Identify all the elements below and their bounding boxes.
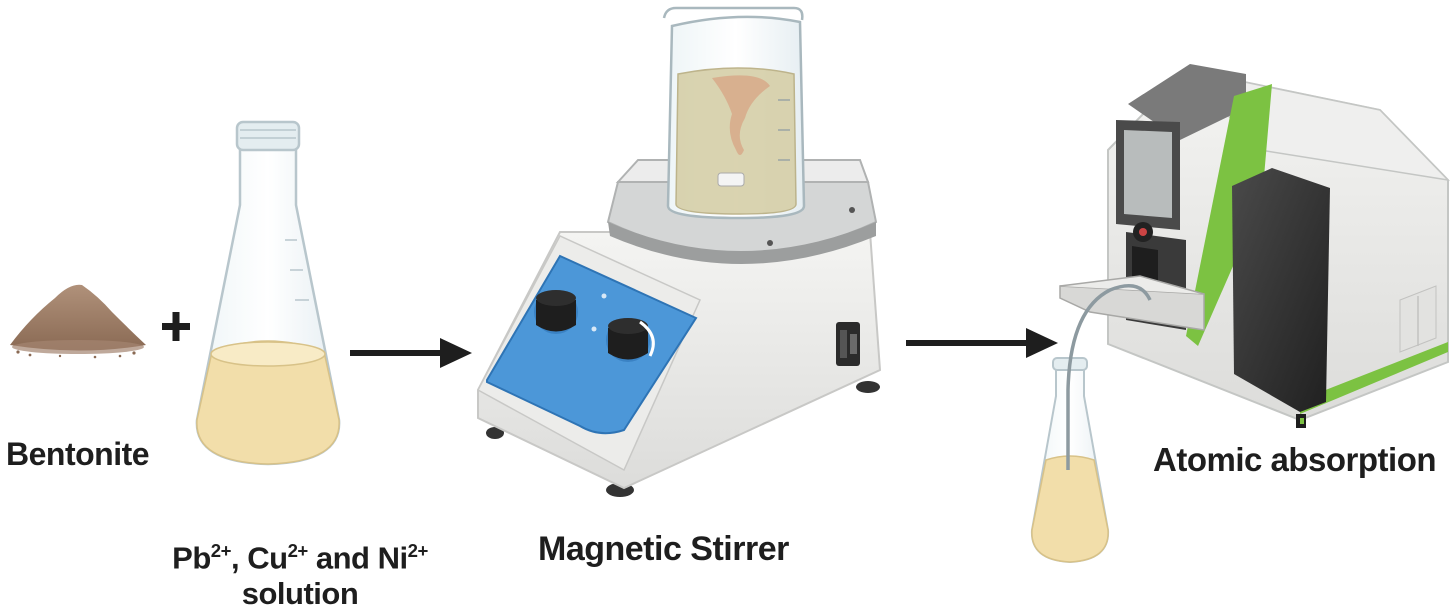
copper-charge: 2+ (287, 540, 309, 561)
atomic-absorption-spectrometer-icon (1059, 64, 1451, 428)
erlenmeyer-flask-icon (195, 120, 341, 466)
magnetic-stirrer-label: Magnetic Stirrer (538, 530, 789, 568)
beaker-icon (662, 6, 806, 220)
bentonite-label: Bentonite (6, 436, 150, 472)
nickel-symbol: Ni (377, 540, 409, 576)
lead-charge: 2+ (210, 540, 232, 561)
nickel-charge: 2+ (407, 540, 429, 561)
separator: , (231, 540, 248, 576)
plus-icon (162, 312, 190, 341)
arrow-right-icon (906, 328, 1058, 358)
solution-word: solution (241, 576, 359, 612)
copper-symbol: Cu (247, 540, 288, 576)
atomic-absorption-label: Atomic absorption (1153, 441, 1437, 478)
solution-label: Pb2+, Cu2+ and Ni2+solution (150, 533, 450, 612)
powder-pile-icon (10, 284, 146, 359)
arrow-right-icon (350, 338, 472, 368)
lead-symbol: Pb (172, 540, 211, 576)
and-word: and (307, 540, 378, 576)
sample-flask-icon (1030, 284, 1152, 564)
